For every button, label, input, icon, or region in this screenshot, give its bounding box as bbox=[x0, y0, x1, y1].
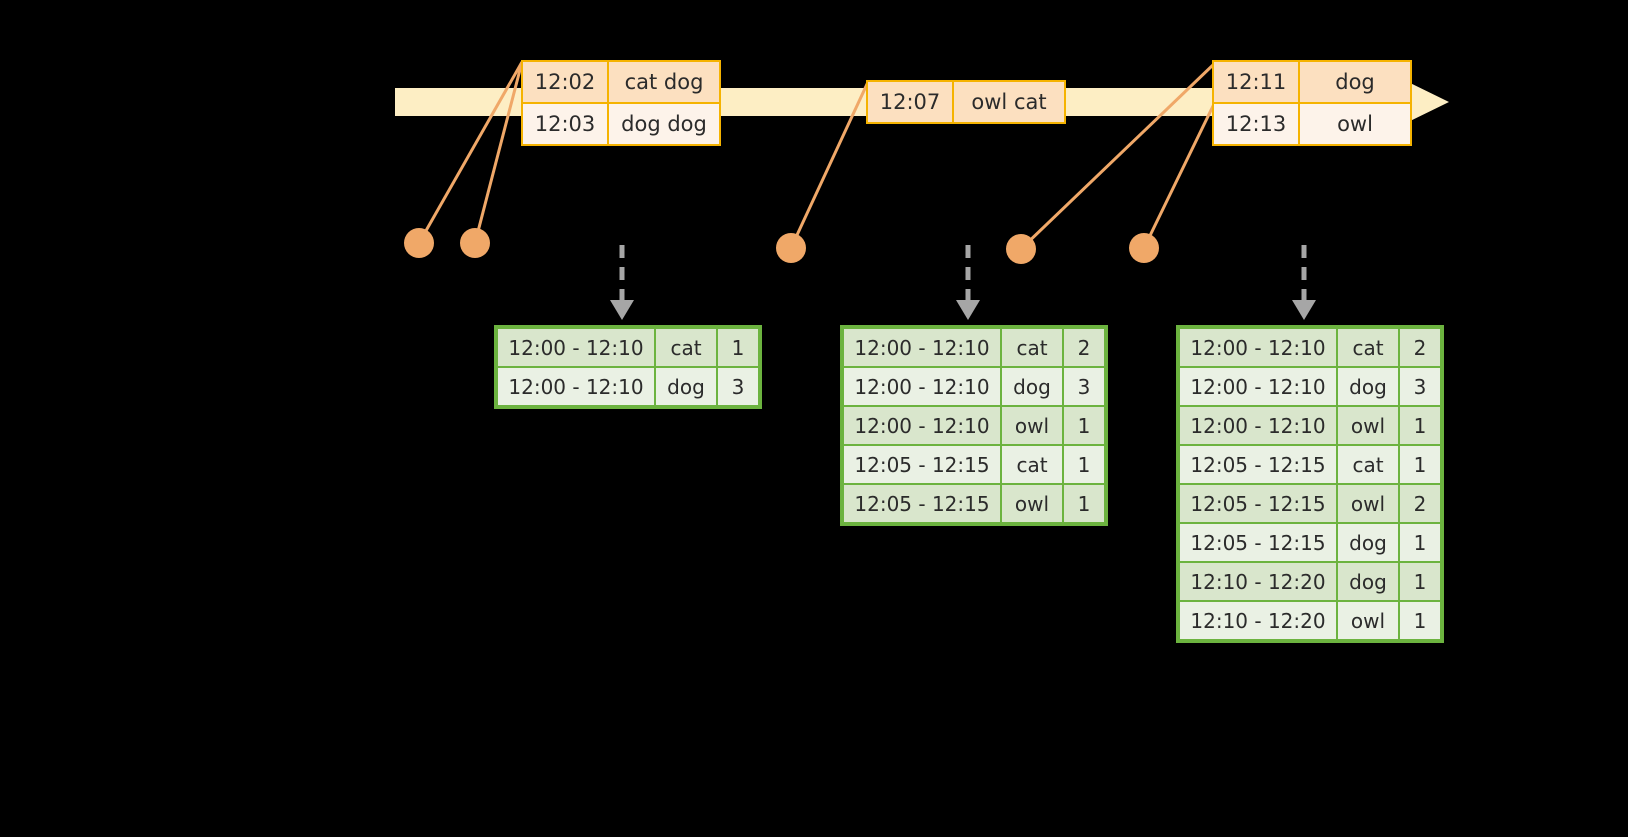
result-count-cell: 2 bbox=[1399, 328, 1441, 367]
result-count-cell: 1 bbox=[1063, 484, 1105, 523]
result-window-cell: 12:00 - 12:10 bbox=[843, 328, 1001, 367]
result-count-cell: 1 bbox=[1399, 562, 1441, 601]
event-words: dog bbox=[1300, 62, 1410, 102]
timeline-event-row: 12:02 cat dog bbox=[523, 62, 719, 102]
result-count-cell: 2 bbox=[1399, 484, 1441, 523]
timeline-event-row: 12:11 dog bbox=[1214, 62, 1410, 102]
result-window-cell: 12:05 - 12:15 bbox=[843, 484, 1001, 523]
result-count-cell: 3 bbox=[717, 367, 759, 406]
result-key-cell: owl bbox=[1337, 406, 1399, 445]
result-window-cell: 12:10 - 12:20 bbox=[1179, 601, 1337, 640]
result-key-cell: owl bbox=[1337, 484, 1399, 523]
result-key-cell: dog bbox=[655, 367, 717, 406]
event-dot-2 bbox=[460, 228, 490, 258]
result-key-cell: cat bbox=[1001, 328, 1063, 367]
result-window-cell: 12:00 - 12:10 bbox=[1179, 367, 1337, 406]
emit-arrow-2 bbox=[956, 245, 980, 320]
event-words: dog dog bbox=[609, 104, 719, 144]
result-count-cell: 1 bbox=[1399, 445, 1441, 484]
event-time: 12:02 bbox=[523, 62, 609, 102]
emit-arrow-3 bbox=[1292, 245, 1316, 320]
result-key-cell: dog bbox=[1337, 523, 1399, 562]
result-count-cell: 3 bbox=[1063, 367, 1105, 406]
result-key-cell: owl bbox=[1337, 601, 1399, 640]
result-window-cell: 12:00 - 12:10 bbox=[843, 367, 1001, 406]
timeline-event-row: 12:13 owl bbox=[1214, 102, 1410, 144]
result-window-cell: 12:00 - 12:10 bbox=[497, 367, 655, 406]
event-words: owl cat bbox=[954, 82, 1064, 122]
result-key-cell: cat bbox=[1337, 445, 1399, 484]
result-window-cell: 12:00 - 12:10 bbox=[1179, 328, 1337, 367]
timeline-event-row: 12:03 dog dog bbox=[523, 102, 719, 144]
event-dot-5 bbox=[1129, 233, 1159, 263]
event-dot-3 bbox=[776, 233, 806, 263]
result-count-cell: 1 bbox=[717, 328, 759, 367]
event-words: owl bbox=[1300, 104, 1410, 144]
result-window-cell: 12:05 - 12:15 bbox=[1179, 523, 1337, 562]
event-time: 12:13 bbox=[1214, 104, 1300, 144]
timeline-event-box[interactable]: 12:02 cat dog 12:03 dog dog bbox=[521, 60, 721, 146]
result-key-cell: cat bbox=[655, 328, 717, 367]
result-key-cell: dog bbox=[1337, 367, 1399, 406]
event-time: 12:11 bbox=[1214, 62, 1300, 102]
result-window-cell: 12:05 - 12:15 bbox=[1179, 445, 1337, 484]
connector-line-5 bbox=[1142, 103, 1216, 249]
event-time: 12:07 bbox=[868, 82, 954, 122]
event-time: 12:03 bbox=[523, 104, 609, 144]
emit-arrow-1 bbox=[610, 245, 634, 320]
result-window-cell: 12:00 - 12:10 bbox=[1179, 406, 1337, 445]
event-dot-1 bbox=[404, 228, 434, 258]
result-window-cell: 12:05 - 12:15 bbox=[1179, 484, 1337, 523]
result-window-cell: 12:00 - 12:10 bbox=[843, 406, 1001, 445]
result-window-cell: 12:05 - 12:15 bbox=[843, 445, 1001, 484]
result-key-cell: cat bbox=[1001, 445, 1063, 484]
result-count-cell: 1 bbox=[1063, 445, 1105, 484]
result-count-cell: 3 bbox=[1399, 367, 1441, 406]
timeline-event-box[interactable]: 12:11 dog 12:13 owl bbox=[1212, 60, 1412, 146]
result-key-cell: cat bbox=[1337, 328, 1399, 367]
result-key-cell: owl bbox=[1001, 484, 1063, 523]
event-dot-4 bbox=[1006, 234, 1036, 264]
result-window-cell: 12:00 - 12:10 bbox=[497, 328, 655, 367]
event-words: cat dog bbox=[609, 62, 719, 102]
result-count-cell: 1 bbox=[1399, 406, 1441, 445]
result-key-cell: dog bbox=[1337, 562, 1399, 601]
result-count-cell: 1 bbox=[1399, 601, 1441, 640]
result-key-cell: owl bbox=[1001, 406, 1063, 445]
timeline-event-row: 12:07 owl cat bbox=[868, 82, 1064, 122]
result-count-cell: 1 bbox=[1063, 406, 1105, 445]
result-count-cell: 1 bbox=[1399, 523, 1441, 562]
timeline-event-box[interactable]: 12:07 owl cat bbox=[866, 80, 1066, 124]
result-window-cell: 12:10 - 12:20 bbox=[1179, 562, 1337, 601]
result-key-cell: dog bbox=[1001, 367, 1063, 406]
result-count-cell: 2 bbox=[1063, 328, 1105, 367]
